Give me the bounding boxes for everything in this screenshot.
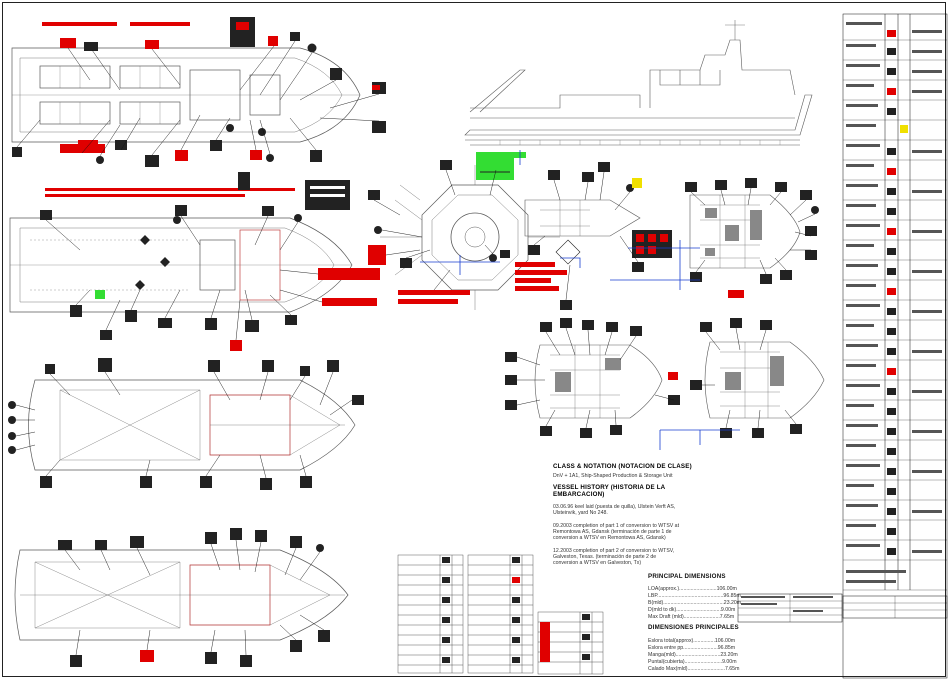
dimension-es-row: Puntal(cubierta)........................…	[648, 659, 737, 665]
callout-lines	[420, 150, 581, 275]
deck-plan-main-symbols	[40, 172, 380, 351]
dimension-es-row: Manga(mld)..............................…	[648, 652, 738, 658]
principal-dimension-row: LBP.....................................…	[648, 593, 741, 599]
dimensiones-principales-heading: DIMENSIONES PRINCIPALES	[648, 624, 739, 631]
vessel-history-heading-2: EMBARCACION)	[553, 491, 605, 498]
deck-plan-bottom-symbols	[58, 528, 330, 667]
deck-plan-upper	[11, 47, 361, 143]
history-entry-2-line-3: conversion a WTSV en Remontowa AS, Gdans…	[553, 535, 666, 541]
dimension-es-row: Eslora entre pp........................9…	[648, 645, 736, 651]
deck-plan-main	[9, 217, 353, 313]
deck-plan-upper-symbols	[12, 17, 386, 167]
deck-plan-bottom-leaders	[64, 539, 325, 656]
history-entry-2-line-2: Remontowa AS, Gdansk (terminación de par…	[553, 529, 672, 535]
symbol-table-glyphs	[442, 557, 590, 663]
helideck-symbols	[368, 152, 526, 304]
deck-plan-lower	[28, 379, 356, 471]
history-entry-1-line-1: 03.06.96 keel laid (puesta de quilla), U…	[553, 504, 676, 510]
deck-plan-lower-leaders	[15, 371, 353, 479]
principal-dimension-row: B(mld)..................................…	[648, 600, 742, 606]
principal-dimension-row: D(mld to dk)............................…	[648, 607, 736, 613]
deck-plan-lower-symbols	[8, 358, 364, 490]
midship-leaders	[533, 171, 639, 301]
legend-table	[842, 13, 948, 679]
dimension-es-row: Calado Max(mld).........................…	[648, 666, 740, 672]
symbol-table-1	[397, 554, 464, 674]
accommodation-plan	[689, 194, 801, 269]
midship-detail	[524, 199, 641, 265]
accommodation-symbols	[610, 178, 819, 298]
accommodation-leaders	[690, 187, 816, 275]
helideck-leaders	[373, 169, 497, 291]
principal-dimensions-heading: PRINCIPAL DIMENSIONS	[648, 573, 726, 580]
history-entry-3-line-1: 12.2003 completion of part 2 of conversi…	[553, 548, 675, 554]
midship-symbols	[515, 162, 672, 310]
history-entry-1-line-2: Ulsteinvik, yard No 248.	[553, 510, 608, 516]
deck-plan-bottom	[14, 549, 349, 641]
class-notation-heading: CLASS & NOTATION (NOTACION DE CLASE)	[553, 463, 692, 470]
lower-deck-leaders	[516, 327, 797, 429]
dimension-es-row: Eslora total(approx)...............106.0…	[648, 638, 736, 644]
title-block	[737, 593, 948, 623]
vessel-history-heading-1: VESSEL HISTORY (HISTORIA DE LA	[553, 484, 666, 491]
symbol-table-2	[467, 554, 534, 674]
vessel-notes: CLASS & NOTATION (NOTACION DE CLASE) DnV…	[553, 463, 723, 566]
deck-plan-upper-leaders	[16, 40, 380, 157]
vessel-side-elevation	[464, 20, 813, 146]
principal-dimension-row: LOA(approx.)..........................10…	[648, 586, 737, 592]
history-entry-3-line-3: conversion a WTSV en Galveston, Tx)	[553, 560, 642, 566]
legend-glyphs	[846, 22, 942, 583]
principal-dimension-row: Max Draft (mld).........................…	[648, 614, 735, 620]
deck-plan-main-leaders	[45, 215, 323, 341]
history-entry-2-line-1: 09.2003 completion of part 1 of conversi…	[553, 523, 680, 529]
history-entry-3-line-2: Galveston, Texas. (terminación de parte …	[553, 554, 657, 560]
lower-deck-plans	[534, 341, 825, 419]
class-notation-line: DnV + 1A1, Ship-Shaped Production & Stor…	[553, 473, 673, 479]
symbol-table-3	[537, 611, 604, 675]
